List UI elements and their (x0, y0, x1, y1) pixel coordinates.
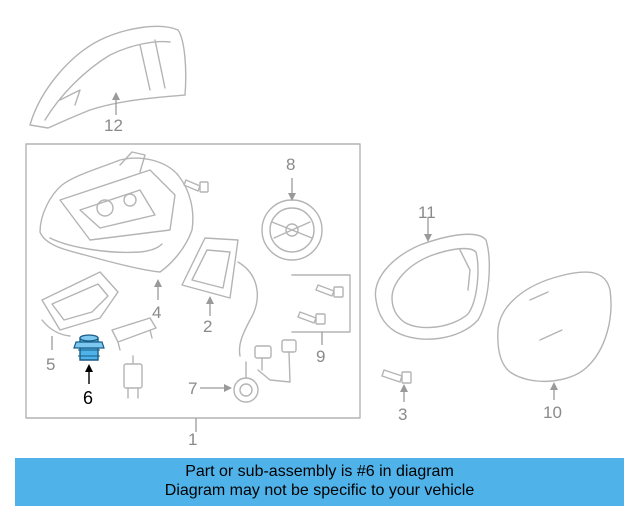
caption-banner: Part or sub-assembly is #6 in diagram Di… (15, 458, 624, 506)
part-2-turn-signal[interactable] (181, 237, 258, 357)
label-12: 12 (104, 116, 123, 135)
part-5-bracket[interactable] (41, 271, 119, 337)
part-8-mirror-motor[interactable] (261, 199, 323, 261)
label-8: 8 (286, 155, 295, 174)
caption-line-2: Diagram may not be specific to your vehi… (164, 482, 475, 499)
arrow-10 (550, 382, 558, 390)
clip-part (111, 317, 157, 351)
part-11-mirror-frame[interactable] (374, 233, 490, 340)
part-3-screw[interactable] (381, 369, 412, 384)
caption-line-1: Part or sub-assembly is #6 in diagram (185, 463, 454, 480)
arrow-2 (206, 296, 214, 304)
label-1: 1 (188, 430, 197, 449)
arrow-12 (112, 92, 120, 100)
arrow-8 (288, 193, 296, 201)
parts-diagram: 12 1 4 2 8 (25, 25, 612, 449)
label-9: 9 (316, 347, 325, 366)
sensor-part (123, 355, 143, 399)
arrow-6 (85, 364, 93, 372)
assembly-frame (25, 143, 361, 419)
part-7-harness[interactable] (233, 339, 297, 403)
label-6: 6 (83, 388, 93, 408)
part-4-mirror-housing[interactable] (39, 151, 194, 273)
arrow-3 (400, 384, 408, 392)
label-3: 3 (398, 405, 407, 424)
label-5: 5 (46, 355, 55, 374)
label-10: 10 (543, 403, 562, 422)
part-6-highlighted[interactable] (73, 334, 105, 361)
part-12-mirror-cover[interactable] (29, 25, 187, 129)
label-11: 11 (418, 203, 436, 222)
part-9-screws[interactable] (291, 274, 351, 333)
label-2: 2 (203, 317, 212, 336)
bolt-small (183, 179, 209, 193)
arrow-11 (424, 234, 432, 242)
arrow-4 (154, 279, 162, 287)
part-10-mirror-glass[interactable] (497, 271, 612, 382)
arrow-7 (224, 384, 232, 392)
label-7: 7 (188, 379, 197, 398)
label-4: 4 (152, 303, 161, 322)
